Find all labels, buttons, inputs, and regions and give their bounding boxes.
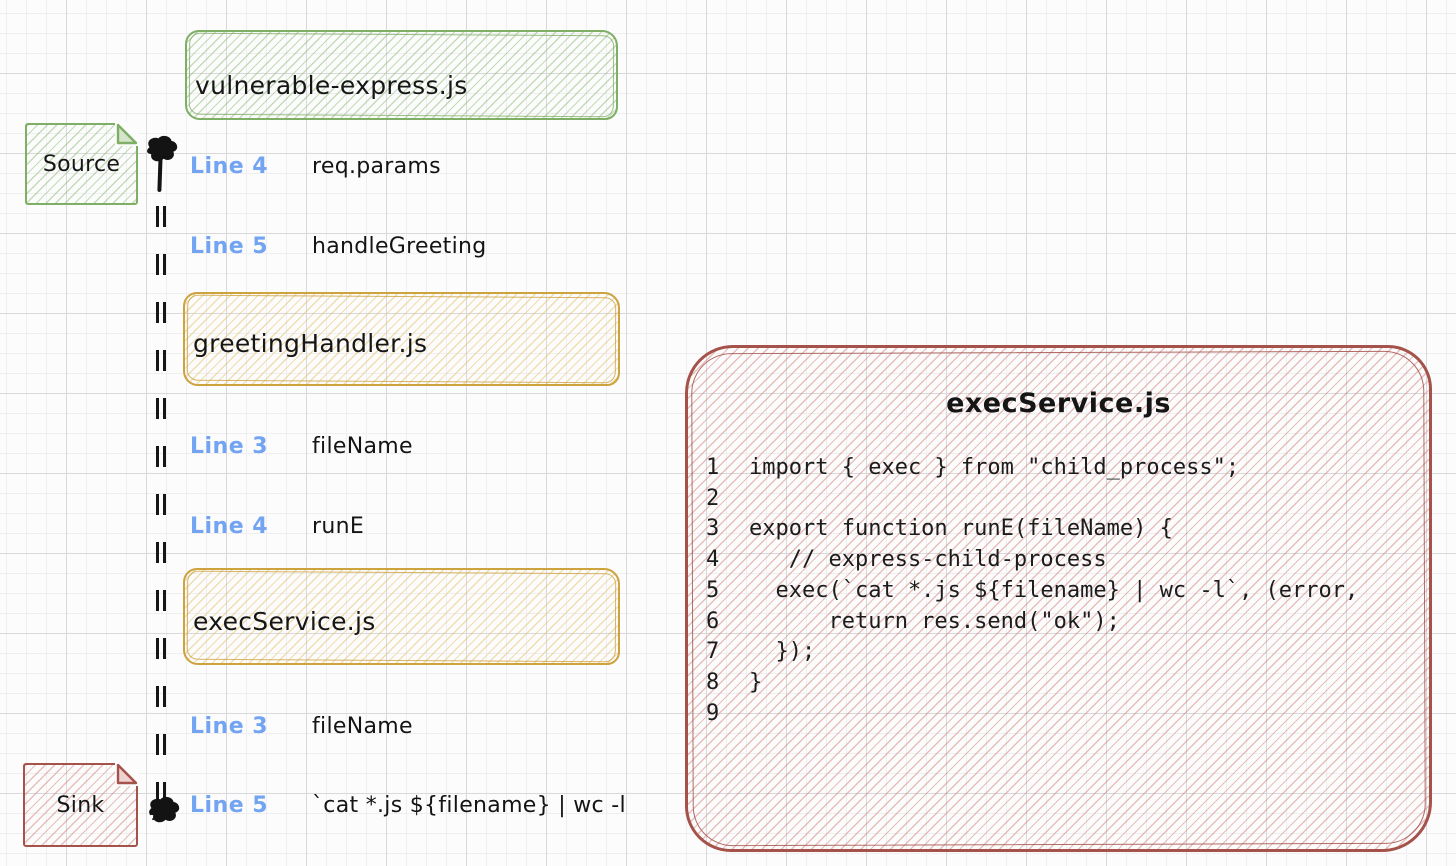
code-line-number: 1: [706, 455, 720, 480]
code-line-number: 2: [706, 485, 720, 511]
code-line-number: 3: [706, 516, 720, 542]
code-panel-exec-service: execService.js 1 import { exec } from "ch…: [685, 345, 1432, 852]
trace-step: Line 3 fileName: [190, 429, 413, 463]
code-line: 1 import { exec } from "child_process";: [706, 453, 1421, 484]
folded-corner-icon: [115, 122, 139, 146]
code-panel-title: execService.js: [946, 388, 1171, 419]
code-line-text: import { exec } from "child_process";: [749, 455, 1240, 480]
code-block: 1 import { exec } from "child_process"; 2…: [706, 453, 1421, 729]
code-line: 5 exec(`cat *.js ${filename} | wc -l`, (…: [706, 576, 1421, 607]
code-line-text: exec(`cat *.js ${filename} | wc -l`, (er…: [749, 577, 1359, 603]
code-line-number: 4: [706, 547, 720, 573]
trace-step: Line 5 `cat *.js ${filename} | wc -l: [190, 788, 626, 822]
line-number-label: Line 4: [190, 153, 269, 179]
code-line-text: }: [749, 669, 763, 695]
symbol-label: `cat *.js ${filename} | wc -l: [312, 792, 626, 818]
line-number-label: Line 5: [190, 233, 269, 259]
dashed-line-stroke: [163, 206, 166, 804]
line-number-label: Line 5: [190, 792, 269, 818]
sink-note-label: Sink: [56, 792, 105, 818]
code-line: 9: [706, 699, 1421, 730]
code-line: 8}: [706, 668, 1421, 699]
source-note: Source: [25, 122, 139, 205]
sink-note: Sink: [23, 762, 139, 847]
line-number-label: Line 4: [190, 513, 269, 539]
source-note-label: Source: [42, 151, 121, 177]
file-box-label: greetingHandler.js: [193, 328, 428, 358]
symbol-label: handleGreeting: [312, 233, 487, 259]
code-line-text: export function runE(fileName) {: [749, 516, 1173, 542]
code-line-number: 6: [706, 608, 720, 634]
file-box-label: vulnerable-express.js: [195, 70, 468, 100]
sink-marker-blob-icon: [145, 795, 181, 829]
code-line-text: // express-child-process: [749, 547, 1107, 573]
trace-step: Line 4 req.params: [190, 149, 441, 183]
trace-step: Line 5 handleGreeting: [190, 229, 487, 263]
source-marker-blob-icon: [143, 134, 179, 168]
symbol-label: req.params: [312, 153, 441, 179]
code-line: 4 // express-child-process: [706, 545, 1421, 576]
code-line: 7 });: [706, 637, 1421, 668]
symbol-label: runE: [312, 513, 365, 539]
line-number-label: Line 3: [190, 433, 269, 459]
code-line-text: return res.send("ok");: [749, 608, 1120, 634]
code-line-number: 7: [706, 639, 720, 665]
file-box-vulnerable-express: vulnerable-express.js: [185, 30, 618, 120]
file-box-label: execService.js: [193, 607, 376, 636]
code-line-text: });: [749, 639, 816, 665]
dashed-line-stroke: [156, 206, 159, 804]
trace-step: Line 3 fileName: [190, 709, 413, 743]
trace-step: Line 4 runE: [190, 509, 364, 543]
taint-flow-dashed-line: [156, 206, 166, 804]
file-box-exec-service: execService.js: [183, 568, 620, 665]
code-line: 2: [706, 484, 1421, 515]
folded-corner-icon: [115, 762, 139, 786]
code-line: 3 export function runE(fileName) {: [706, 514, 1421, 545]
file-box-greeting-handler: greetingHandler.js: [183, 292, 620, 386]
symbol-label: fileName: [312, 433, 413, 459]
code-line-number: 9: [706, 700, 720, 726]
code-line-number: 5: [706, 577, 720, 603]
symbol-label: fileName: [312, 713, 413, 739]
code-line: 6 return res.send("ok");: [706, 607, 1421, 638]
line-number-label: Line 3: [190, 713, 269, 739]
code-line-number: 8: [706, 669, 720, 695]
